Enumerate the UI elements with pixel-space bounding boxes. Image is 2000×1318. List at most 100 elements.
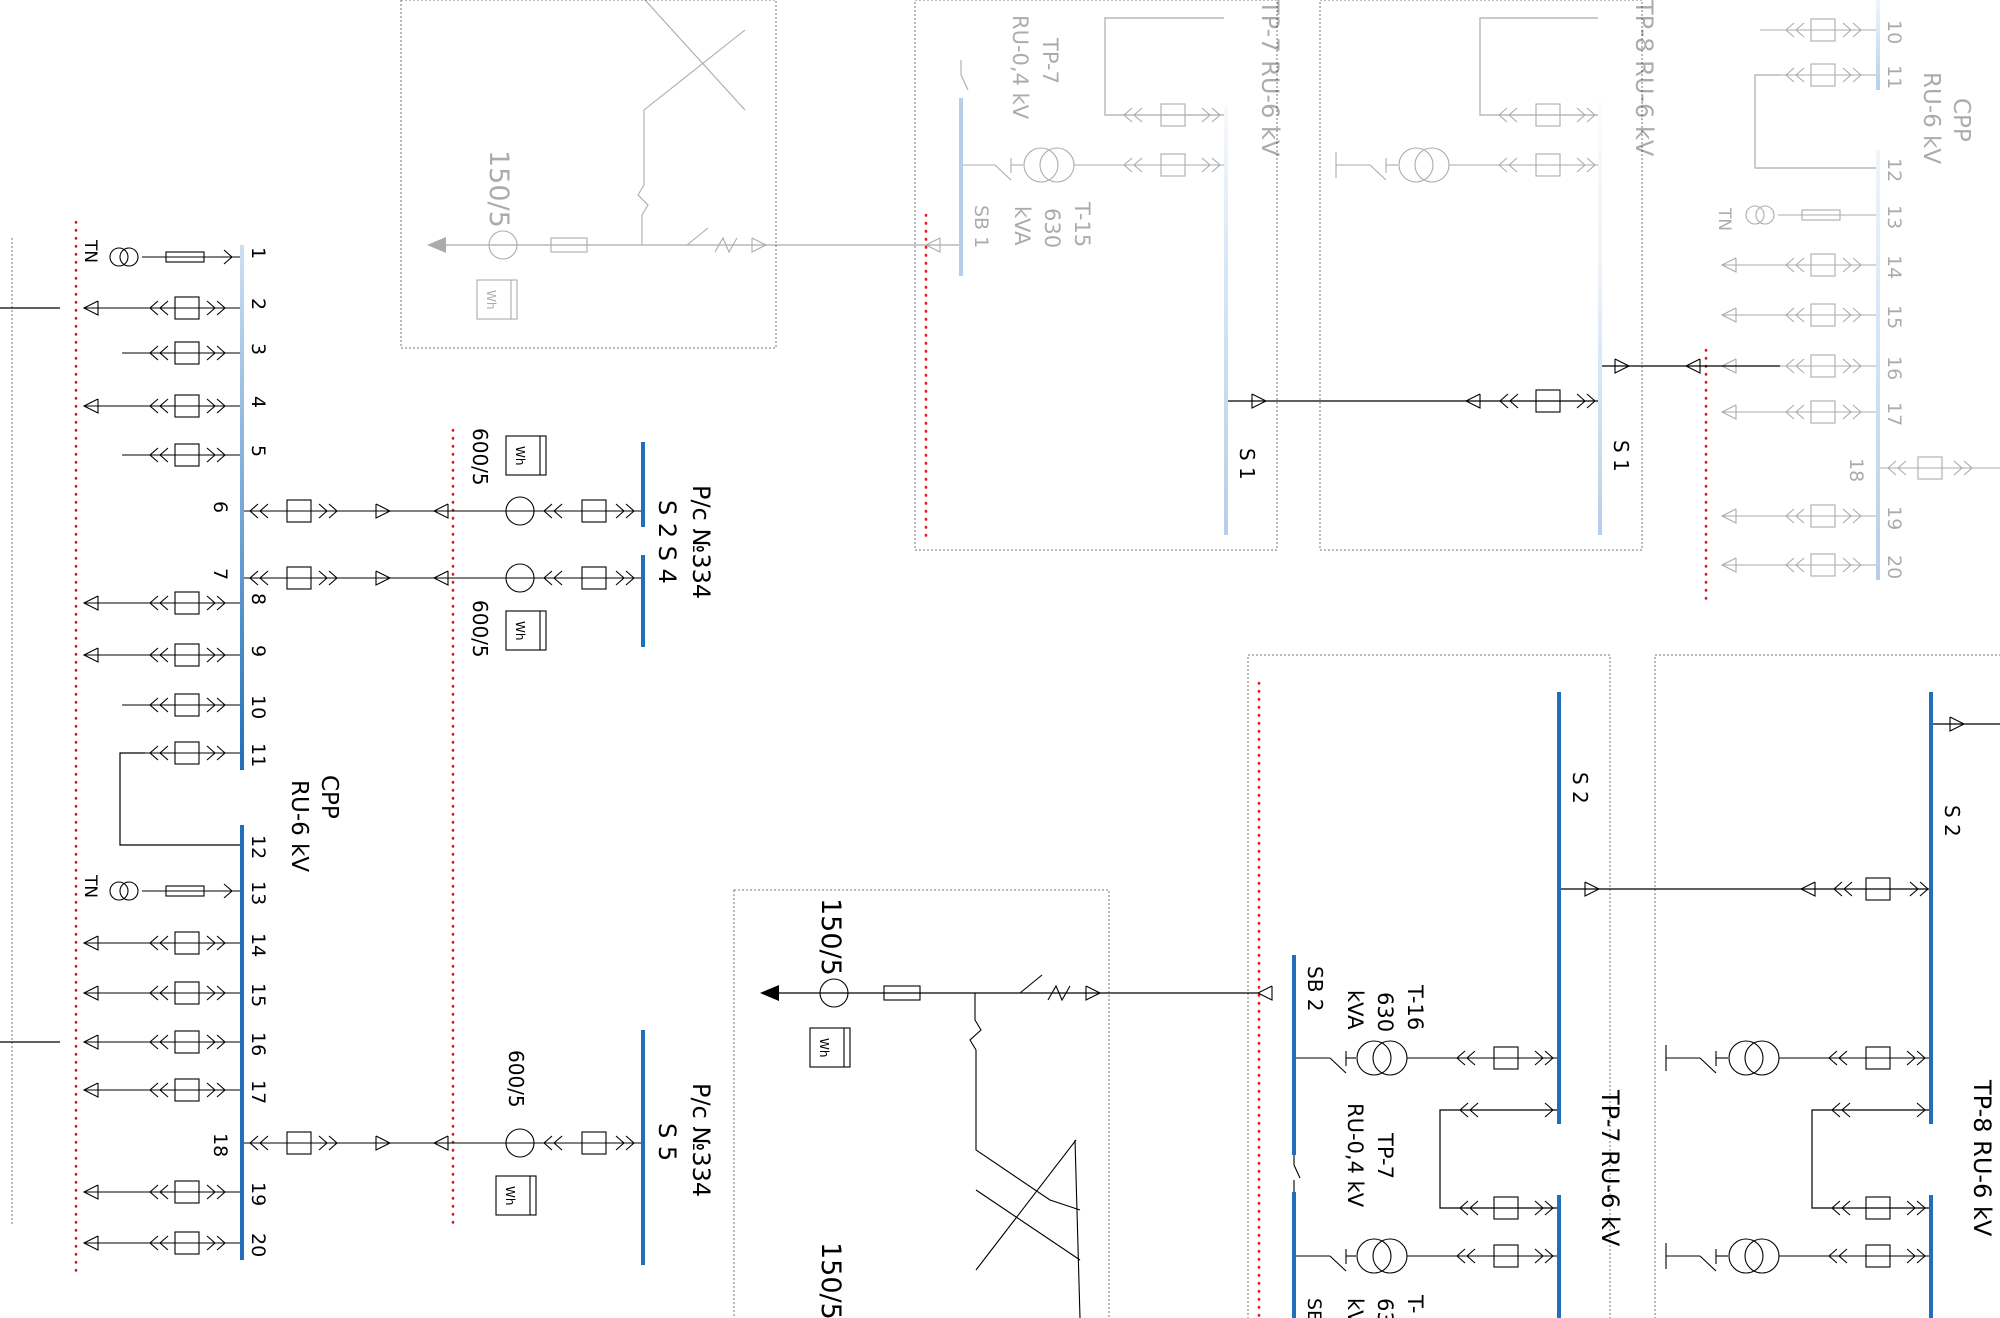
cpp-left-feeder-number: 16 (247, 1032, 269, 1056)
cpp-left-feeder-3 (122, 341, 240, 365)
cpp-left-feeder-5 (122, 443, 240, 467)
cpp-left-feeder-number: 19 (247, 1182, 269, 1206)
meter-334-s2: Wh (505, 435, 547, 476)
frames (11, 0, 2000, 1318)
tp7-bottom-u-cut: kV (1343, 1298, 1367, 1318)
cpp-left-feeder-number: 20 (247, 1233, 269, 1257)
cpp-left-feeder-17 (82, 1078, 240, 1102)
fuse-bottom (883, 985, 921, 1001)
substation-334-top-sections: S 2 S 4 (653, 500, 681, 584)
svg-text:12: 12 (1883, 158, 1905, 182)
ct-ratio-bottom-lower: 150/5 (815, 1242, 846, 1318)
cpp-left-feeder-number: 5 (247, 445, 269, 457)
cpp-left-feeder-number: 12 (247, 835, 269, 859)
tp7-bottom-ru-low: TP-7 (1373, 1132, 1397, 1179)
cpp-left-feeder-number: 4 (247, 396, 269, 408)
svg-text:20: 20 (1883, 555, 1905, 579)
tp7-top-ru-low-voltage: RU-0,4 kV (1008, 15, 1032, 120)
cpp-left-feeders (82, 296, 240, 1255)
cpp-left-feeder-number: 8 (247, 593, 269, 605)
link-feeder-7 (244, 563, 641, 593)
frame-metering-top (400, 0, 777, 349)
transformer-t-lower (1296, 1238, 1557, 1274)
faded-upper-region: Wh 150/5 SB 1 T-15 630 kVA TP-7 RU-0,4 k… (427, 0, 2000, 580)
tp7-bottom-sb-cut: SE (1303, 1298, 1325, 1318)
bus-334-s2 (641, 442, 645, 527)
cpp-left-feeder-number: 18 (209, 1133, 231, 1157)
cpp-left-feeder-2 (82, 296, 240, 320)
cpp-left-feeder-number: 7 (209, 568, 231, 580)
cpp-left-feeder-number: 6 (209, 501, 231, 513)
tp7-top-transformer: T-15 (1070, 201, 1094, 247)
tp7-bottom-power: 630 (1373, 992, 1397, 1032)
tn-feeder-13 (109, 881, 240, 901)
ct-bottom (819, 978, 849, 1008)
arrow-out-bottom (760, 985, 779, 1001)
svg-text:Wh: Wh (513, 446, 527, 465)
svg-text:Wh: Wh (484, 290, 498, 309)
cpp-left-subtitle: RU-6 kV (286, 780, 312, 872)
cpp-left-busbar-section-2 (240, 825, 244, 1260)
svg-text:18: 18 (1845, 458, 1867, 482)
transformer-tp8-upper (1665, 1040, 1929, 1076)
tp7-bottom-sb: SB 2 (1303, 966, 1327, 1012)
tp7-bottom-ru: TP-7 RU-6 kV (1596, 1089, 1624, 1247)
tn-feeder-1 (109, 247, 240, 267)
transfer-cross-bottom (969, 993, 1081, 1318)
top-sections-solid: S 1 S 1 (1228, 358, 1780, 480)
cpp-left-feeder-number: 2 (247, 298, 269, 310)
substation-334-bottom-section: S 5 (653, 1123, 681, 1161)
svg-text:10: 10 (1883, 20, 1905, 44)
svg-text:19: 19 (1883, 506, 1905, 530)
substation-334-top-title: P/c №334 (687, 485, 715, 599)
tp7-bottom-bus-s2 (1557, 692, 1561, 1124)
svg-text:13: 13 (1883, 205, 1905, 229)
cpp-left-feeder-number: 15 (247, 983, 269, 1007)
link-feeder-6 (244, 496, 641, 526)
ct-ratio-top: 150/5 (483, 150, 514, 228)
tp7-bottom-section: S 2 (1568, 772, 1592, 804)
links-cpp-to-334 (244, 496, 641, 1158)
tn-label-1: TN (80, 239, 100, 263)
tp8-bottom-section: S 2 (1940, 805, 1964, 837)
tp7-bottom-p-cut: 63 (1373, 1298, 1397, 1318)
tp7-top-sb: SB 1 (970, 205, 992, 248)
svg-text:15: 15 (1883, 305, 1905, 329)
cpp-left-feeder-number: 13 (247, 881, 269, 905)
cpp-right-subtitle: RU-6 kV (1918, 72, 1944, 164)
cpp-left-feeder-16 (82, 1030, 240, 1054)
tp7-bottom-ru-low-voltage: RU-0,4 kV (1343, 1103, 1367, 1208)
cpp-right-title: CPP (1948, 98, 1974, 142)
link-feeder-18 (244, 1128, 641, 1158)
tp7-bottom-t-cut: T- (1403, 1294, 1427, 1313)
cpp-right-tn-label: TN (1714, 207, 1734, 231)
svg-text:17: 17 (1883, 402, 1905, 426)
cpp-left-feeder-number: 3 (247, 343, 269, 355)
tn-label-13: TN (80, 874, 100, 898)
metering-block-bottom: Wh 150/5 150/5 (760, 898, 1273, 1318)
cpp-left-feeder-number: 14 (247, 933, 269, 957)
cpp-left-feeder-19 (82, 1180, 240, 1204)
tp7-bottom-transformer: T-16 (1403, 984, 1427, 1030)
cpp-left-feeder-20 (82, 1231, 240, 1255)
cpp-left-feeder-11 (122, 741, 240, 765)
cpp-left-feeder-10 (122, 693, 240, 717)
ct-ratio-bottom-upper: 150/5 (815, 898, 846, 976)
tp7-bottom-sb2-bus (1292, 955, 1296, 1155)
frame-tp7-top (914, 0, 1278, 551)
meter-bottom: Wh (809, 1027, 851, 1068)
cpp-left-feeder-number: 17 (247, 1080, 269, 1104)
cpp-left-feeder-number: 1 (247, 247, 269, 259)
bus-334-s5 (641, 1030, 645, 1265)
bus-334-s4 (641, 555, 645, 647)
transformer-tp8-lower (1665, 1238, 1929, 1274)
frame-tp7-bottom (1247, 654, 1611, 1318)
meter-334-s5: Wh (495, 1175, 537, 1216)
svg-text:Wh: Wh (817, 1038, 831, 1057)
cpp-left-feeder-15 (82, 981, 240, 1005)
cpp-left-feeder-number: 11 (247, 743, 269, 767)
svg-text:16: 16 (1883, 356, 1905, 380)
